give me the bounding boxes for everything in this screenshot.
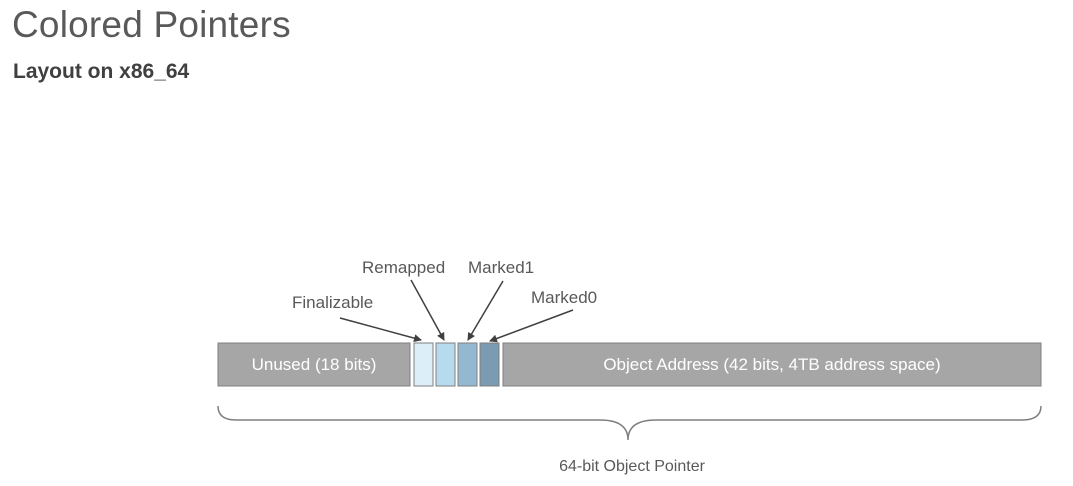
- remapped-label: Remapped: [362, 258, 445, 277]
- finalizable-bit: [413, 342, 434, 387]
- page-title: Colored Pointers: [12, 4, 291, 45]
- marked0-bit: [479, 342, 500, 387]
- remapped-bit: [435, 342, 456, 387]
- pointer-brace: [217, 405, 1042, 441]
- unused-segment: [217, 342, 411, 387]
- finalizable-arrow: [339, 317, 422, 343]
- marked0-arrow: [489, 309, 574, 343]
- object-address-segment: [502, 342, 1042, 387]
- unused-segment-label: Unused (18 bits): [252, 355, 377, 374]
- marked0-label: Marked0: [531, 288, 597, 307]
- brace-label: 64-bit Object Pointer: [559, 458, 706, 475]
- object-address-segment-label: Object Address (42 bits, 4TB address spa…: [603, 355, 940, 374]
- marked1-arrow: [467, 280, 504, 341]
- marked1-bit: [457, 342, 478, 387]
- page-subtitle: Layout on x86_64: [13, 60, 190, 83]
- remapped-arrow: [410, 279, 445, 341]
- finalizable-label: Finalizable: [292, 293, 373, 312]
- marked1-label: Marked1: [468, 258, 534, 277]
